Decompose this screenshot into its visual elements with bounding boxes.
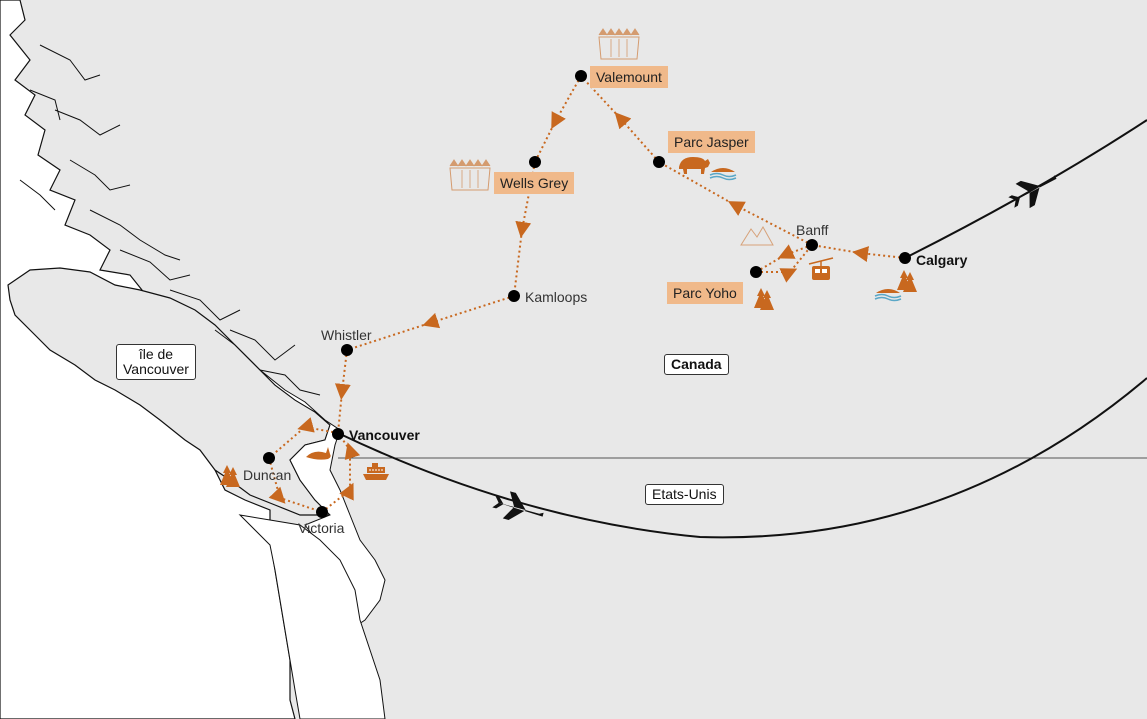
lake-icon [709, 168, 737, 181]
forest-icon [220, 465, 240, 487]
city-markers [263, 70, 911, 518]
wells-grey-label: Wells Grey [494, 172, 575, 194]
waterfall-icon [449, 159, 491, 191]
whistler-marker [341, 344, 353, 356]
orca-icon [306, 447, 331, 460]
plane-icon [1008, 175, 1057, 209]
plane-icon [492, 491, 544, 520]
puget-sound [238, 514, 386, 719]
parc-yoho-marker [750, 266, 762, 278]
forest-icon [897, 270, 917, 292]
ferry-icon [363, 463, 389, 480]
parc-jasper-label: Parc Jasper [668, 131, 755, 153]
victoria-label: Victoria [298, 520, 345, 536]
vancouver-marker [332, 428, 344, 440]
calgary-label: Calgary [916, 252, 968, 268]
banff-label: Banff [796, 222, 829, 238]
valemount-label: Valemount [590, 66, 668, 88]
ile-de-vancouver-box: île de Vancouver [116, 344, 196, 380]
calgary-marker [899, 252, 911, 264]
gondola-icon [808, 257, 834, 280]
canada-box: Canada [664, 354, 729, 375]
victoria-marker [316, 506, 328, 518]
forest-icon [754, 288, 774, 310]
ile-de-vancouver-line2: Vancouver [123, 361, 189, 377]
waterfall-icon [598, 28, 640, 60]
duncan-label: Duncan [243, 467, 292, 483]
whistler-label: Whistler [321, 327, 372, 343]
wells-grey-marker [529, 156, 541, 168]
valemount-marker [575, 70, 587, 82]
banff-marker [806, 239, 818, 251]
etats-unis-box: Etats-Unis [645, 484, 724, 505]
lake-icon [874, 289, 902, 302]
ile-de-vancouver-line1: île de [138, 346, 174, 362]
parc-jasper-marker [653, 156, 665, 168]
mountain-icon [740, 226, 774, 246]
coastal-fjords [19, 44, 321, 396]
vancouver-label: Vancouver [349, 427, 420, 443]
duncan-marker [263, 452, 275, 464]
bear-icon [679, 157, 710, 174]
parc-yoho-label: Parc Yoho [667, 282, 743, 304]
kamloops-label: Kamloops [525, 289, 588, 305]
flight-path-south [337, 377, 1147, 539]
kamloops-marker [508, 290, 520, 302]
route-lines [268, 75, 906, 513]
